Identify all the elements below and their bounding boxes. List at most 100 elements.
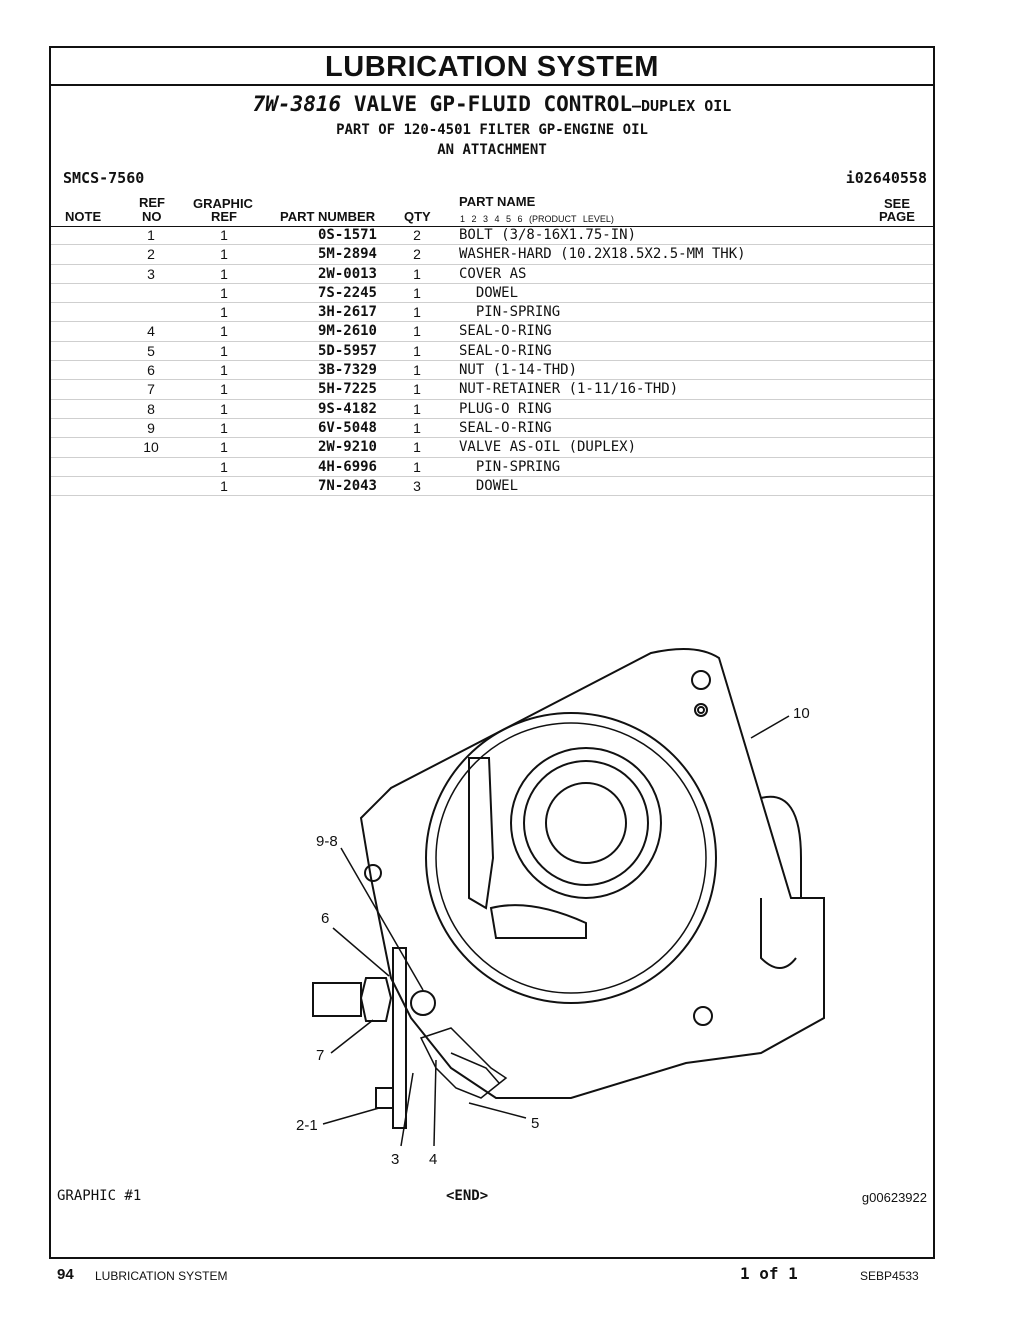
graphic-code: g00623922 [861, 1190, 927, 1205]
cell-part-name: NUT-RETAINER (1-11/16-THD) [459, 381, 679, 398]
callout-label: 10 [793, 705, 810, 722]
leader-10 [750, 715, 790, 739]
cell-graphic-ref: 1 [220, 458, 228, 475]
callout-label: 5 [531, 1115, 539, 1132]
cell-graphic-ref: 1 [220, 304, 228, 321]
cell-part-number: 7S-2245 [317, 284, 377, 301]
bolt-hole-left [364, 864, 382, 882]
cell-quantity: 1 [413, 265, 421, 282]
callout-label: 3 [391, 1151, 399, 1168]
header-note: NOTE [65, 209, 102, 224]
cell-part-number: 9M-2610 [317, 323, 377, 340]
group-part-number: 7W-3816 [252, 92, 342, 116]
cell-graphic-ref: 1 [220, 419, 228, 436]
cell-graphic-ref: 1 [220, 284, 228, 301]
cell-ref-no: 3 [147, 265, 155, 282]
header-ref-top: REF [139, 195, 165, 210]
cell-part-name: SEAL-O-RING [459, 342, 552, 359]
port-ring-mid [523, 760, 649, 886]
cell-ref-no: 8 [147, 400, 155, 417]
leader-4 [433, 1059, 437, 1147]
attachment-line: AN ATTACHMENT [437, 142, 547, 158]
dowel-top [694, 703, 708, 717]
cell-part-number: 4H-6996 [317, 458, 377, 475]
port-ring-inner [545, 782, 627, 864]
cell-part-name: PIN-SPRING [459, 458, 561, 475]
cell-part-name: WASHER-HARD (10.2X18.5X2.5-MM THK) [459, 246, 746, 263]
cell-graphic-ref: 1 [220, 246, 228, 263]
cavity-left [468, 757, 495, 910]
cell-quantity: 1 [413, 362, 421, 379]
cell-quantity: 1 [413, 304, 421, 321]
callout-label: 6 [321, 910, 329, 927]
leader-3 [400, 1072, 414, 1147]
bolt-head [375, 1087, 394, 1109]
cell-ref-no: 5 [147, 342, 155, 359]
page-number: 94 [57, 1266, 74, 1283]
cell-ref-no: 4 [147, 323, 155, 340]
callout-label: 2-1 [296, 1117, 318, 1134]
smcs-code: SMCS-7560 [63, 169, 145, 187]
header-see-top: SEE [884, 196, 911, 211]
cell-quantity: 3 [413, 477, 421, 494]
group-name: VALVE GP-FLUID CONTROL [353, 92, 632, 116]
callout-label: 9-8 [316, 833, 338, 850]
disc-inner [435, 722, 707, 994]
header-part-name: PART NAME [459, 194, 536, 209]
header-rule [51, 226, 933, 227]
footer-section: LUBRICATION SYSTEM [95, 1269, 228, 1283]
cell-part-number: 6V-5048 [317, 419, 377, 436]
leader-2-1 [322, 1107, 380, 1125]
header-ref-bottom: NO [142, 209, 162, 224]
cell-quantity: 2 [413, 246, 421, 263]
cell-ref-no: 6 [147, 362, 155, 379]
bolt-hole-top [691, 670, 711, 690]
cell-part-number: 5M-2894 [317, 246, 377, 263]
header-graphic-bottom: REF [211, 209, 237, 224]
group-suffix: —DUPLEX OIL [631, 97, 732, 115]
header-see-bottom: PAGE [879, 209, 915, 224]
header-qty: QTY [404, 209, 431, 224]
cell-part-number: 5H-7225 [317, 381, 377, 398]
cell-quantity: 1 [413, 439, 421, 456]
cell-graphic-ref: 1 [220, 362, 228, 379]
page-frame: LUBRICATION SYSTEM 7W-3816 VALVE GP-FLUI… [49, 46, 935, 1259]
cell-graphic-ref: 1 [220, 342, 228, 359]
cell-graphic-ref: 1 [220, 439, 228, 456]
cell-part-number: 0S-1571 [317, 227, 377, 243]
footer-document: SEBP4533 [860, 1269, 919, 1283]
header-part-number: PART NUMBER [280, 209, 376, 224]
cell-part-name: NUT (1-14-THD) [459, 362, 578, 379]
leader-9-8 [340, 847, 424, 991]
valve-seal [450, 1052, 500, 1084]
cell-quantity: 1 [413, 419, 421, 436]
retainer-nut [359, 977, 393, 1022]
cell-graphic-ref: 1 [220, 323, 228, 340]
cell-part-number: 5D-5957 [317, 342, 377, 359]
side-port-lower [760, 898, 797, 969]
page-of: 1 of 1 [740, 1264, 798, 1283]
leader-5 [468, 1102, 527, 1119]
cell-graphic-ref: 1 [220, 400, 228, 417]
cell-ref-no: 7 [147, 381, 155, 398]
cell-part-name: DOWEL [459, 284, 519, 301]
section-title: LUBRICATION SYSTEM [51, 48, 933, 86]
disc-outer [425, 712, 717, 1004]
side-port [760, 795, 802, 898]
cell-quantity: 2 [413, 227, 421, 243]
cell-quantity: 1 [413, 323, 421, 340]
cell-part-name: COVER AS [459, 265, 527, 282]
housing-outline [359, 648, 825, 1099]
cell-part-name: PIN-SPRING [459, 304, 561, 321]
cell-ref-no: 10 [143, 439, 159, 456]
document-id: i02640558 [845, 169, 927, 187]
